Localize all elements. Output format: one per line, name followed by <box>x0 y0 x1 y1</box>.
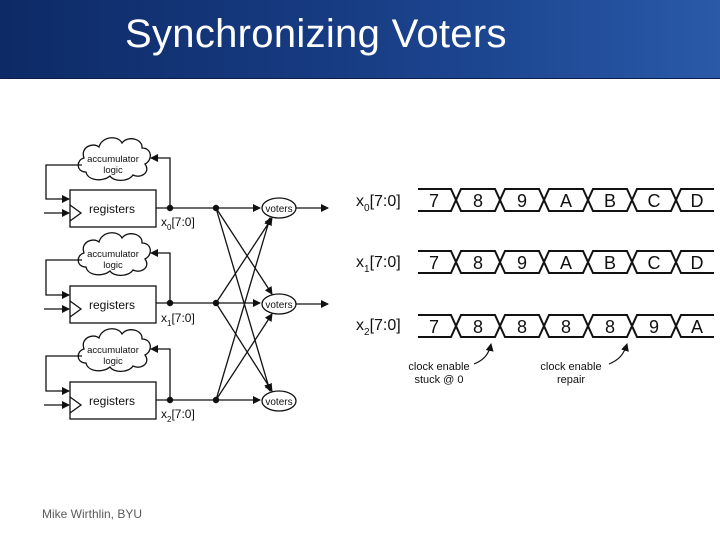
accumulator-label-1a: accumulator <box>87 249 139 260</box>
timing-value-2-5: 9 <box>649 317 659 337</box>
accumulator-label-1b: logic <box>103 260 123 271</box>
timing-signal-label-0: x0[7:0] <box>356 193 401 214</box>
accumulator-label-0a: accumulator <box>87 154 139 165</box>
timing-value-0-0: 7 <box>429 191 439 211</box>
clock-triangle-1 <box>69 300 83 318</box>
title-bar: Synchronizing Voters <box>0 0 720 79</box>
timing-value-1-4: B <box>604 253 616 273</box>
accumulator-label-0b: logic <box>103 165 123 176</box>
timing-row-2: x2[7:0] 7 8 8 8 8 9 A <box>356 314 714 338</box>
feedback-wire-1 <box>45 259 82 299</box>
accumulator-label-2a: accumulator <box>87 345 139 356</box>
voter-2 <box>261 390 297 412</box>
accumulator-label-2b: logic <box>103 356 123 367</box>
annotation-arrow-0 <box>473 343 494 365</box>
timing-value-1-2: 9 <box>517 253 527 273</box>
timing-value-2-2: 8 <box>517 317 527 337</box>
timing-diagram: x0[7:0] 7 8 9 A B C D x1[7:0] 7 8 9 A B … <box>356 188 714 386</box>
accum-input-wire-2 <box>150 345 171 400</box>
annotation-1-line2: repair <box>557 374 585 386</box>
stage-2 <box>44 328 297 420</box>
timing-value-2-3: 8 <box>561 317 571 337</box>
accumulator-cloud-2 <box>77 328 151 373</box>
clock-triangle-2 <box>69 396 83 414</box>
circuit-output-label-0: x0[7:0] <box>161 215 195 232</box>
annotation-0-line1: clock enable <box>408 361 469 373</box>
timing-value-0-5: C <box>648 191 661 211</box>
accum-input-wire-1 <box>150 249 171 303</box>
timing-value-1-5: C <box>648 253 661 273</box>
junction-0a <box>166 204 174 212</box>
feedback-wire-2 <box>45 355 82 395</box>
registers-label-2: registers <box>89 394 135 408</box>
annotation-stuck: clock enable stuck @ 0 <box>408 343 494 386</box>
timing-bus-1 <box>418 250 714 274</box>
cross-wires <box>215 207 273 401</box>
voters-label-2: voters <box>265 397 292 408</box>
annotation-1-line1: clock enable <box>540 361 601 373</box>
timing-bus-0 <box>418 188 714 212</box>
annotation-repair: clock enable repair <box>540 343 629 386</box>
timing-value-0-4: B <box>604 191 616 211</box>
footer-text: Mike Wirthlin, BYU <box>42 507 143 521</box>
timing-row-0: x0[7:0] 7 8 9 A B C D <box>356 188 714 214</box>
circuit-output-label-2: x2[7:0] <box>161 407 195 424</box>
circuit-labels: accumulator logic accumulator logic accu… <box>87 154 292 424</box>
timing-bus-2 <box>418 314 714 338</box>
registers-label-0: registers <box>89 202 135 216</box>
slide-title: Synchronizing Voters <box>125 12 507 56</box>
timing-value-0-2: 9 <box>517 191 527 211</box>
stage-0 <box>44 137 329 228</box>
timing-value-0-3: A <box>560 191 572 211</box>
timing-value-2-4: 8 <box>605 317 615 337</box>
registers-box-1 <box>69 285 157 324</box>
timing-value-1-6: D <box>691 253 704 273</box>
stage-1 <box>44 232 329 324</box>
timing-value-2-6: A <box>691 317 703 337</box>
annotation-arrow-1 <box>608 343 629 365</box>
circuit-diagram <box>44 137 329 420</box>
registers-label-1: registers <box>89 298 135 312</box>
accum-input-wire-0 <box>150 154 171 208</box>
voters-label-1: voters <box>265 300 292 311</box>
timing-row-1: x1[7:0] 7 8 9 A B C D <box>356 250 714 275</box>
junction-2a <box>166 396 174 404</box>
annotation-0-line2: stuck @ 0 <box>414 374 463 386</box>
voters-label-0: voters <box>265 204 292 215</box>
timing-signal-label-1: x1[7:0] <box>356 254 401 275</box>
junction-1a <box>166 299 174 307</box>
timing-value-0-1: 8 <box>473 191 483 211</box>
clock-triangle-0 <box>69 204 83 222</box>
timing-value-2-0: 7 <box>429 317 439 337</box>
timing-value-1-0: 7 <box>429 253 439 273</box>
accumulator-cloud-1 <box>77 232 151 277</box>
timing-value-1-3: A <box>560 253 572 273</box>
accumulator-cloud-0 <box>77 137 151 182</box>
timing-value-0-6: D <box>691 191 704 211</box>
timing-value-2-1: 8 <box>473 317 483 337</box>
timing-signal-label-2: x2[7:0] <box>356 317 401 338</box>
circuit-output-label-1: x1[7:0] <box>161 311 195 328</box>
feedback-wire-0 <box>45 164 82 203</box>
timing-value-1-1: 8 <box>473 253 483 273</box>
